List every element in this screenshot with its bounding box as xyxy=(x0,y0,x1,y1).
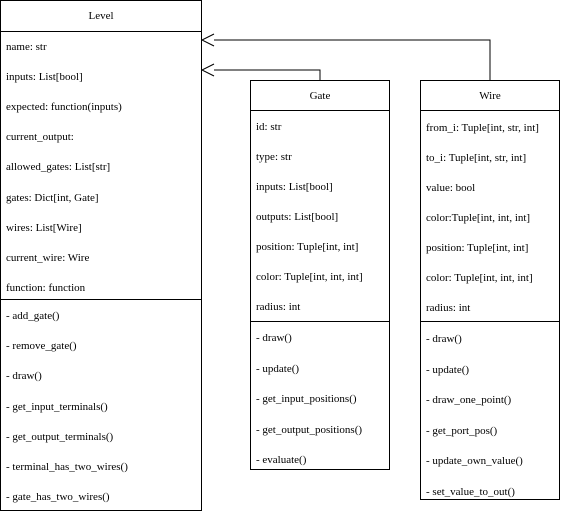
class-wire-attribute: to_i: Tuple[int, str, int] xyxy=(426,152,527,164)
class-gate-attribute: type: str xyxy=(256,151,292,163)
class-wire-attribute: color:Tuple[int, int, int] xyxy=(426,212,531,224)
class-gate[interactable]: Gate id: str type: str inputs: List[bool] o… xyxy=(250,80,390,470)
class-level[interactable]: Level name: str inputs: List[bool] expecte… xyxy=(0,0,202,511)
class-gate-method: - update() xyxy=(256,362,300,375)
class-level-attribute: allowed_gates: List[str] xyxy=(6,161,111,174)
class-gate-attribute: color: Tuple[int, int, int] xyxy=(256,271,363,283)
class-wire[interactable]: Wire from_i: Tuple[int, str, int] to_i: T… xyxy=(420,80,560,500)
class-wire-method: - draw_one_point() xyxy=(426,394,512,406)
class-level-method: - gate_has_two_wires() xyxy=(6,491,110,504)
class-wire-divider xyxy=(421,321,559,322)
class-level-method: - terminal_has_two_wires() xyxy=(6,461,128,473)
class-gate-attribute: radius: int xyxy=(256,301,301,313)
class-level-method: - add_gate() xyxy=(6,310,60,322)
class-level-method: - remove_gate() xyxy=(6,340,77,353)
class-wire-attribute: radius: int xyxy=(426,302,471,314)
class-level-attribute: wires: List[Wire] xyxy=(6,221,82,234)
class-wire-method: - draw() xyxy=(426,333,462,345)
class-level-method: - draw() xyxy=(6,370,42,383)
class-gate-method: - get_output_positions() xyxy=(256,423,363,436)
gate-to-level-connector xyxy=(214,69,321,80)
class-wire-method: - get_port_pos() xyxy=(426,424,498,437)
class-wire-attribute: position: Tuple[int, int] xyxy=(426,242,529,254)
class-gate-attribute: inputs: List[bool] xyxy=(256,181,333,193)
wire-to-level-arrowhead xyxy=(200,33,215,47)
class-level-method: - get_output_terminals() xyxy=(6,430,114,443)
class-level-title: Level xyxy=(1,1,201,32)
class-level-attribute: function: function xyxy=(6,281,86,294)
class-gate-divider xyxy=(251,321,389,322)
class-level-attribute: name: str xyxy=(6,41,47,53)
class-level-method: - get_input_terminals() xyxy=(6,400,108,413)
class-wire-method: - update() xyxy=(426,363,470,376)
class-gate-method: - evaluate() xyxy=(256,454,307,466)
class-gate-method: - draw() xyxy=(256,332,292,344)
class-level-attribute: current_output: xyxy=(6,131,74,144)
class-level-attribute: expected: function(inputs) xyxy=(6,101,122,114)
class-gate-attribute: position: Tuple[int, int] xyxy=(256,241,359,253)
class-wire-attribute: value: bool xyxy=(426,182,476,194)
class-level-attribute: current_wire: Wire xyxy=(6,251,90,264)
class-wire-attribute: from_i: Tuple[int, str, int] xyxy=(426,122,539,134)
class-level-attribute: gates: Dict[int, Gate] xyxy=(6,191,99,204)
class-wire-title: Wire xyxy=(421,81,559,111)
wire-to-level-connector xyxy=(214,39,491,80)
class-gate-attribute: id: str xyxy=(256,121,282,133)
class-wire-method: - set_value_to_out() xyxy=(426,485,515,498)
class-wire-method: - update_own_value() xyxy=(426,455,523,467)
class-gate-attribute: outputs: List[bool] xyxy=(256,211,339,223)
gate-to-level-arrowhead xyxy=(200,63,215,77)
class-level-divider xyxy=(1,299,201,300)
class-level-attribute: inputs: List[bool] xyxy=(6,71,83,84)
class-gate-method: - get_input_positions() xyxy=(256,393,357,405)
class-gate-title: Gate xyxy=(251,81,389,111)
class-wire-attribute: color: Tuple[int, int, int] xyxy=(426,272,533,284)
